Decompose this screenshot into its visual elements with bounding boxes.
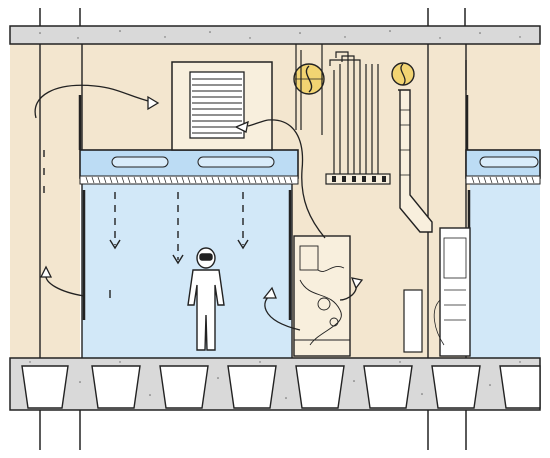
filter-slot-2 — [197, 156, 275, 168]
duct-bands — [400, 109, 410, 176]
filter-grille-hatching-left — [85, 176, 293, 184]
utility-pipes — [295, 44, 391, 185]
left-wall-fill — [10, 150, 80, 358]
cleanroom-left — [82, 183, 292, 358]
upper-plenum — [10, 44, 540, 154]
downflow-arrows — [109, 192, 249, 265]
filter-slot-3 — [479, 156, 539, 168]
return-air-arrows — [34, 84, 364, 331]
filter-slot-1 — [111, 156, 169, 168]
louver-slats — [192, 78, 242, 134]
top-slab — [9, 25, 541, 45]
pump-unit — [403, 289, 423, 353]
process-tool-chase-detail — [294, 245, 350, 346]
bottom-columns — [39, 410, 467, 450]
fan-icon — [293, 63, 325, 95]
pipe-valves — [332, 176, 386, 182]
top-columns — [39, 8, 466, 26]
floor-slab-speckle — [29, 361, 521, 399]
fan-icon-2 — [391, 62, 415, 86]
top-slab-speckle — [39, 30, 521, 39]
louver-panel — [189, 71, 245, 139]
filter-grille-hatching-right — [471, 176, 535, 184]
waffle-voids — [21, 365, 541, 409]
process-tool-right — [439, 227, 471, 357]
process-tool-right-detail — [433, 237, 467, 346]
return-chase-dashes — [43, 60, 467, 298]
cleanroom-worker-icon — [187, 247, 225, 351]
cleanroom-right — [470, 183, 540, 358]
